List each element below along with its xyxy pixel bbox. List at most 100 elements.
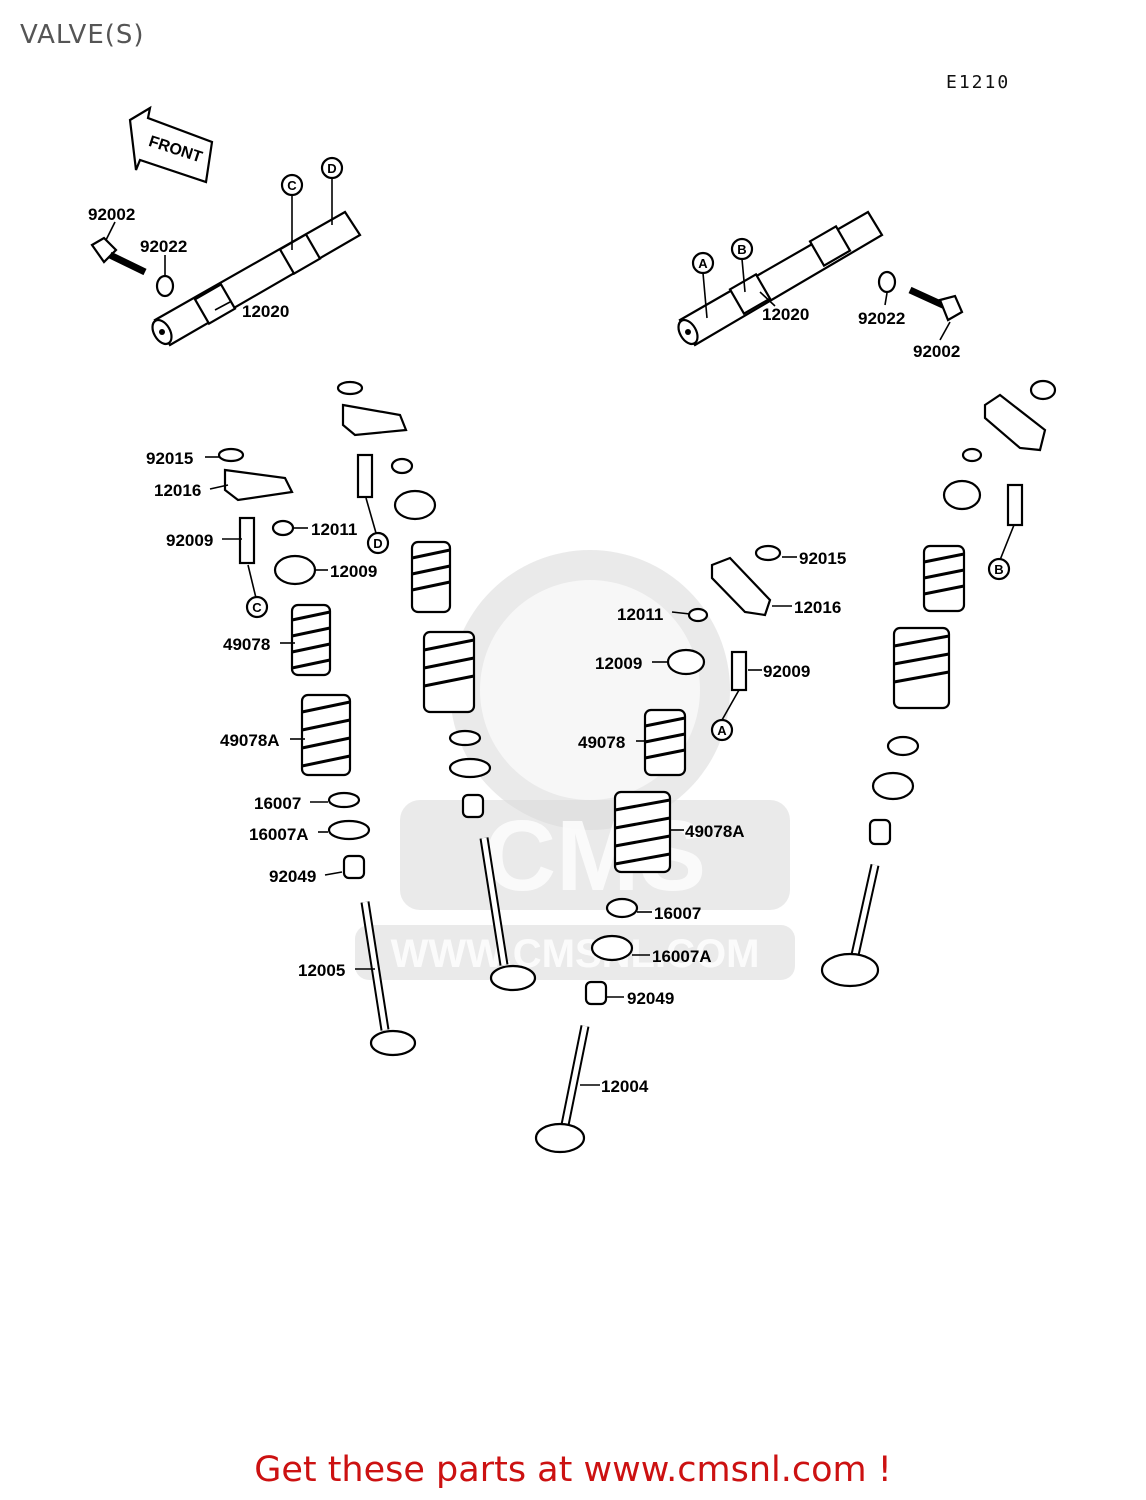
- front-arrow: FRONT: [128, 105, 214, 184]
- adjuster-left-upper: [356, 453, 374, 499]
- svg-text:B: B: [994, 562, 1003, 577]
- label-49078A-left: 49078A: [220, 731, 280, 750]
- adjuster-92009-left: [238, 516, 256, 565]
- label-12020-right: 12020: [762, 305, 809, 324]
- camshaft-right: [677, 210, 884, 347]
- ref-c-lower: C: [245, 595, 269, 619]
- retainer-12009-left: [273, 554, 317, 586]
- label-49078-right: 49078: [578, 733, 625, 752]
- seat-16007A-left: [327, 819, 371, 841]
- seat-far-right: [886, 735, 920, 757]
- adjuster-far-right: [1006, 483, 1024, 527]
- label-16007-right: 16007: [654, 904, 701, 923]
- nut-92015-right: [754, 544, 782, 562]
- bolt-left: [90, 236, 147, 276]
- retainer-far-right: [942, 479, 982, 511]
- svg-text:A: A: [698, 256, 708, 271]
- seat-left-upper-a: [448, 757, 492, 779]
- svg-text:A: A: [717, 723, 727, 738]
- valve-exhaust-left-upper: [479, 837, 537, 992]
- ref-b-top: B: [730, 237, 754, 293]
- label-12009-left: 12009: [330, 562, 377, 581]
- keeper-far-right: [961, 447, 983, 463]
- label-12004: 12004: [601, 1077, 649, 1096]
- label-12016-left: 12016: [154, 481, 201, 500]
- watermark-brand: CMS: [484, 800, 706, 912]
- spring-left-upper-outer: [422, 630, 476, 714]
- valve-12004: [534, 1025, 590, 1154]
- spring-far-right-inner: [922, 544, 966, 613]
- label-49078-left: 49078: [223, 635, 270, 654]
- label-92022-right: 92022: [858, 309, 905, 328]
- svg-text:C: C: [287, 178, 297, 193]
- ref-c-top: C: [280, 173, 304, 250]
- label-92022-left: 92022: [140, 237, 187, 256]
- valve-right: [820, 864, 880, 988]
- rocker-arm-right: [710, 556, 772, 617]
- seat-far-right-a: [871, 771, 915, 801]
- ref-b-lower: B: [987, 557, 1011, 581]
- label-92002-left: 92002: [88, 205, 135, 224]
- leader-lines: [105, 221, 1015, 1086]
- seat-16007A-right: [590, 934, 634, 962]
- nut-far-right: [1029, 379, 1057, 401]
- svg-text:B: B: [737, 242, 746, 257]
- valve-12005: [360, 901, 417, 1057]
- seat-16007-right: [605, 897, 639, 919]
- label-49078A-right: 49078A: [685, 822, 745, 841]
- rocker-arm-left: [217, 447, 294, 502]
- label-92015-right: 92015: [799, 549, 846, 568]
- ref-a-top: A: [691, 251, 715, 319]
- ref-d-top: D: [320, 156, 344, 225]
- retainer-12009-right: [666, 648, 706, 676]
- svg-text:D: D: [373, 536, 382, 551]
- label-92009-left: 92009: [166, 531, 213, 550]
- page-title: VALVE(S): [20, 20, 145, 50]
- ref-d-lower: D: [366, 531, 390, 555]
- footer-link-text[interactable]: Get these parts at www.cmsnl.com !: [254, 1450, 892, 1490]
- retainer-left-upper: [393, 489, 437, 521]
- seal-92049-right: [584, 980, 608, 1006]
- spring-49078A-right: [613, 790, 672, 874]
- seat-16007-left: [327, 791, 361, 809]
- spring-left-upper-inner: [410, 540, 452, 614]
- keeper-12011-right: [687, 607, 709, 623]
- washer-92022-right: [877, 270, 897, 294]
- diagram-code: E1210: [946, 72, 1011, 93]
- seal-92049-left: [342, 854, 366, 880]
- label-12011-left: 12011: [311, 520, 357, 539]
- svg-text:D: D: [327, 161, 336, 176]
- label-16007A-left: 16007A: [249, 825, 309, 844]
- svg-text:C: C: [252, 600, 262, 615]
- keeper-12011-left: [271, 519, 295, 537]
- label-12016-right: 12016: [794, 598, 841, 617]
- label-16007A-right: 16007A: [652, 947, 712, 966]
- camshaft-left: [151, 210, 362, 347]
- label-92015-left: 92015: [146, 449, 193, 468]
- watermark-url: WWW.CMSNL.COM: [391, 932, 760, 976]
- label-92009-right: 92009: [763, 662, 810, 681]
- seal-left-upper: [461, 793, 485, 819]
- part-labels: 92002 92022 12020 12020 92022 92002 9201…: [88, 205, 960, 1096]
- rocker-arm-far-right: [983, 393, 1047, 452]
- keeper-left-upper: [390, 457, 414, 475]
- spring-49078A-left: [300, 693, 352, 777]
- label-16007-left: 16007: [254, 794, 301, 813]
- seal-far-right: [868, 818, 892, 846]
- rocker-arm-left-upper: [336, 380, 408, 437]
- bolt-right: [908, 286, 964, 322]
- label-92049-left: 92049: [269, 867, 316, 886]
- spring-far-right-outer: [892, 626, 951, 710]
- label-12005: 12005: [298, 961, 345, 980]
- label-12009-right: 12009: [595, 654, 642, 673]
- spring-49078-right: [643, 708, 687, 777]
- spring-49078-left: [290, 603, 332, 677]
- label-92002-right: 92002: [913, 342, 960, 361]
- seat-left-upper: [448, 729, 482, 747]
- cms-watermark: CMS WWW.CMSNL.COM: [355, 550, 795, 980]
- adjuster-92009-right: [730, 650, 748, 692]
- label-12011-right: 12011: [617, 605, 663, 624]
- label-12020-left: 12020: [242, 302, 289, 321]
- washer-92022-left: [155, 274, 175, 298]
